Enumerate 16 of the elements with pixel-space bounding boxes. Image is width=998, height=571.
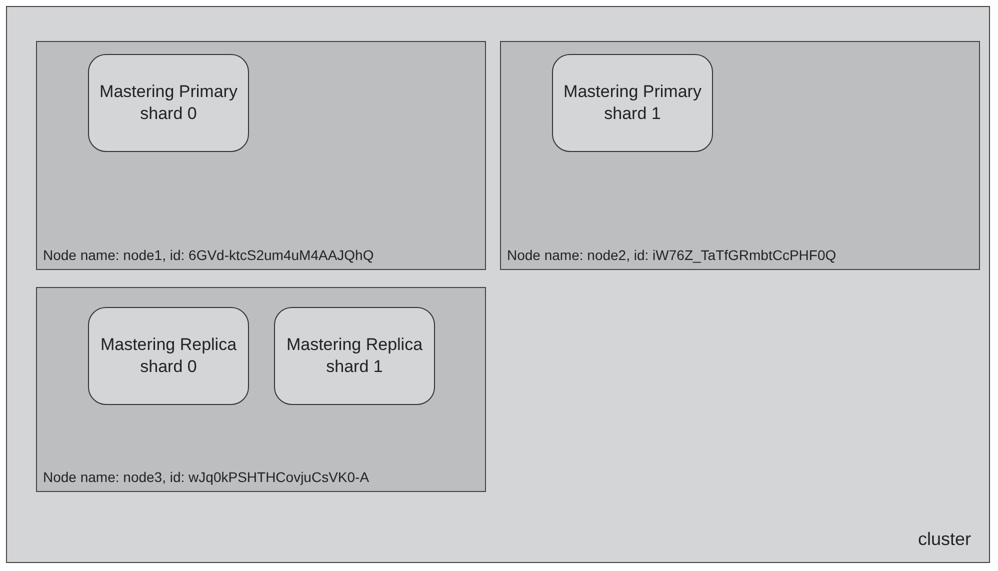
node-name-label: Node name: node1, id: 6GVd-ktcS2um4uM4AAJQhQ (43, 247, 374, 263)
server-node-box (36, 41, 486, 270)
cluster-label: cluster (918, 529, 971, 550)
shard-label: Mastering Replica shard 0 (99, 334, 238, 378)
cluster-panel (6, 6, 990, 563)
shard-label: Mastering Primary shard 1 (562, 80, 702, 125)
server-node-box (36, 287, 486, 492)
server-node-box (500, 41, 980, 270)
shard-box (88, 307, 249, 405)
shard-label: Mastering Primary shard 0 (98, 80, 238, 125)
shard-box (88, 54, 249, 152)
node-name-label: Node name: node3, id: wJq0kPSHTHCovjuCsVK0-A (43, 469, 370, 485)
shard-box (552, 54, 713, 152)
node-name-label: Node name: node2, id: iW76Z_TaTfGRmbtCcPHF0Q (507, 247, 836, 263)
shard-box (274, 307, 435, 405)
shard-label: Mastering Replica shard 1 (285, 334, 424, 378)
